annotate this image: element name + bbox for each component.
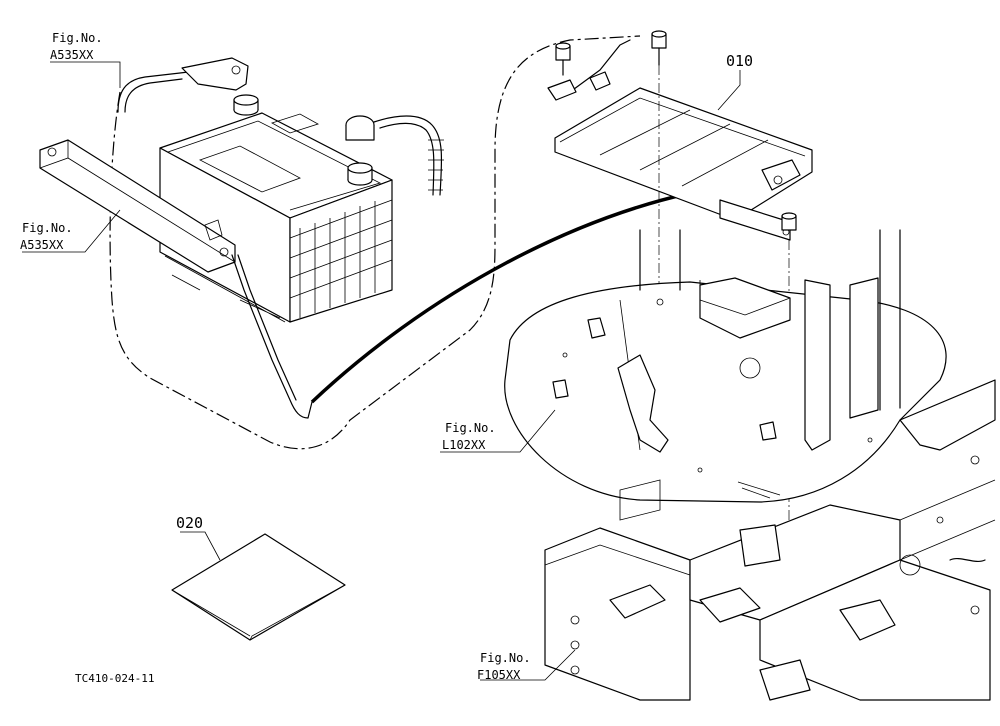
fig-f105-line2: F105XX [477, 668, 521, 682]
positive-cable [117, 63, 236, 113]
machine-frame [544, 379, 996, 701]
battery-terminal-positive [233, 94, 259, 116]
bracket-bolt-right [781, 212, 797, 231]
floor-plate [504, 229, 947, 503]
battery-terminal-negative [347, 162, 373, 186]
battery-group-boundary [109, 35, 641, 450]
part-number-010: 010 [726, 52, 753, 70]
negative-cable [345, 115, 444, 196]
operator-manual [171, 533, 346, 641]
bracket-bolt-top-left [555, 42, 571, 76]
fig-l102-line1: Fig.No. [445, 421, 496, 435]
ground-cable-terminal [547, 39, 631, 101]
fig-a535-left-line1: Fig.No. [22, 221, 73, 235]
battery-cell-grid [289, 199, 393, 318]
hold-down-rod [231, 254, 313, 419]
fig-a535-top-line1: Fig.No. [52, 31, 103, 45]
fig-l102-line2: L102XX [442, 438, 486, 452]
leader-lines [22, 61, 741, 681]
drawing-number: TC410-024-11 [75, 672, 154, 685]
bracket-bolt-top-right [651, 30, 667, 66]
fig-a535-top-line2: A535XX [50, 48, 94, 62]
fig-f105-line1: Fig.No. [480, 651, 531, 665]
battery-stay-bracket [554, 87, 813, 241]
battery [159, 112, 393, 323]
fig-a535-left-line2: A535XX [20, 238, 64, 252]
positive-cable-clamp [181, 57, 249, 91]
part-number-020: 020 [176, 514, 203, 532]
